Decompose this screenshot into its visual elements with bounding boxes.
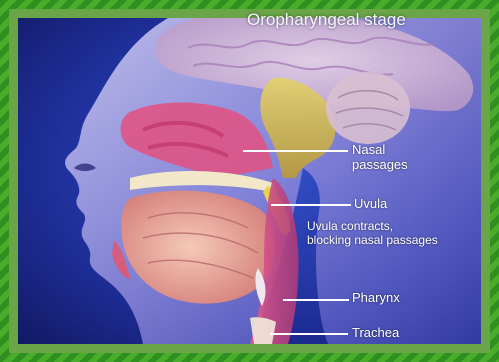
- uvula-note-line-2: blocking nasal passages: [307, 233, 438, 247]
- stage-title: Oropharyngeal stage: [247, 10, 406, 30]
- uvula-label: Uvula: [354, 196, 387, 211]
- pharynx-leader-line: [283, 299, 349, 301]
- trachea-label: Trachea: [352, 325, 399, 340]
- nasal-leader-line: [243, 150, 348, 152]
- uvula-note-line-1: Uvula contracts,: [307, 219, 438, 233]
- uvula-note: Uvula contracts, blocking nasal passages: [307, 219, 438, 247]
- pharynx-label: Pharynx: [352, 290, 400, 305]
- anatomy-illustration: [18, 18, 481, 344]
- nasal-label-line-1: Nasal: [352, 142, 408, 157]
- nasal-label-line-2: passages: [352, 157, 408, 172]
- trachea: [250, 317, 276, 344]
- nasal-label: Nasal passages: [352, 142, 408, 172]
- uvula-leader-line: [271, 204, 351, 206]
- trachea-leader-line: [270, 333, 348, 335]
- head-cross-section: [18, 18, 481, 344]
